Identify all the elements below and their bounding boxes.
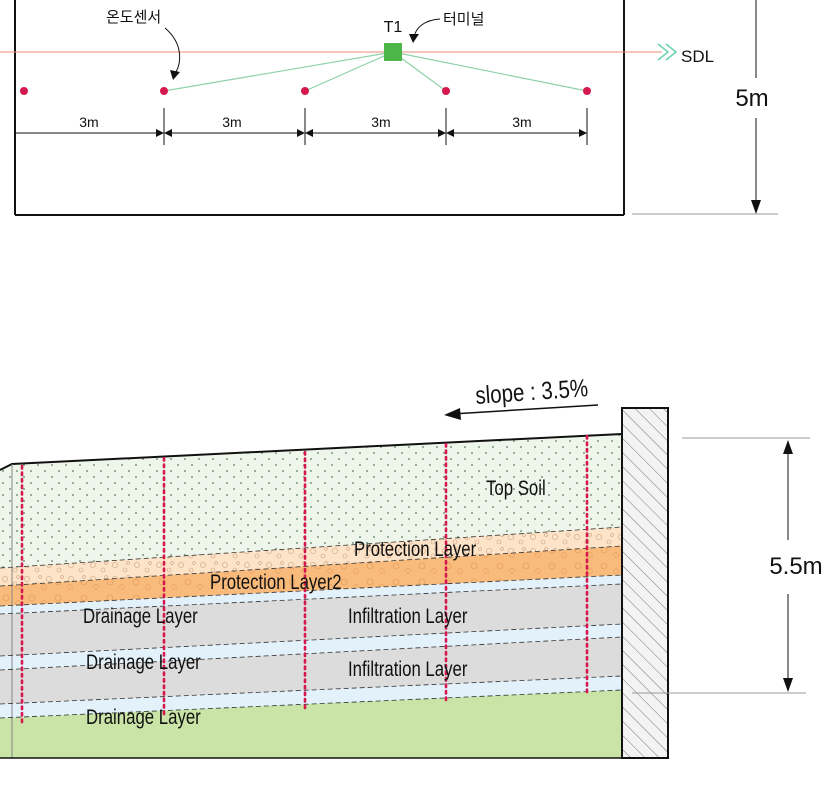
temperature-sensors — [20, 87, 591, 95]
section-height-arrow-up-icon — [783, 440, 793, 454]
sensor-probes — [20, 434, 589, 724]
sensor-cables — [163, 51, 588, 92]
spacing-label-4: 3m — [512, 114, 531, 130]
layer-band — [0, 584, 622, 656]
top-soil-texture — [0, 434, 622, 568]
slope-arrow-icon — [444, 408, 461, 420]
section-height-label: 5.5m — [769, 553, 822, 580]
sensor-annotation: 온도센서 — [106, 9, 161, 26]
spacing-label-1: 3m — [79, 114, 98, 130]
sensor-callout-arrow-icon — [170, 70, 180, 80]
layer-band — [0, 624, 622, 670]
sensor-dot — [442, 87, 450, 95]
section-height-arrow-down-icon — [783, 678, 793, 692]
protection-layer2-texture — [0, 546, 622, 606]
label-top-soil: Top Soil — [486, 477, 546, 500]
spacing-dimension-lines — [15, 108, 588, 145]
plan-height-label: 5m — [735, 85, 768, 112]
layer-band — [0, 637, 622, 704]
protection-layer-texture — [0, 527, 622, 586]
plan-height-arrow-icon — [751, 200, 761, 214]
label-drainage-layer-2: Drainage Layer — [86, 651, 201, 674]
sdl-arrow-icon — [657, 43, 678, 61]
base-ground — [0, 690, 622, 758]
retaining-wall — [621, 407, 669, 759]
label-protection-layer2: Protection Layer2 — [210, 571, 342, 594]
terminal-annotation: 터미널 — [443, 11, 484, 28]
label-infiltration-layer-1: Infiltration Layer — [348, 605, 468, 628]
layer-band — [0, 676, 622, 718]
label-drainage-layer-1: Drainage Layer — [83, 605, 198, 628]
sensor-dot — [20, 87, 28, 95]
spacing-arrowheads — [156, 129, 587, 137]
sensor-dot — [160, 87, 168, 95]
terminal-callout-arrow-icon — [409, 34, 419, 43]
slope-label: slope : 3.5% — [474, 373, 589, 409]
plan-view: SDL T1 터미널 온도센서 — [0, 0, 778, 216]
spacing-label-3: 3m — [371, 114, 390, 130]
terminal-label: T1 — [384, 19, 403, 36]
label-infiltration-layer-2: Infiltration Layer — [348, 658, 468, 681]
label-protection-layer: Protection Layer — [354, 538, 477, 561]
spacing-label-2: 3m — [222, 114, 241, 130]
sdl-label: SDL — [681, 47, 714, 66]
sensor-dot — [583, 87, 591, 95]
section-view: slope : 3.5% 5.5m Top Soil Protection La… — [0, 373, 823, 759]
slope-arrow-line — [451, 404, 599, 415]
sensor-dot — [301, 87, 309, 95]
terminal-t1-icon — [384, 43, 402, 61]
sensor-callout-line — [164, 27, 181, 73]
label-drainage-layer-3: Drainage Layer — [86, 706, 201, 729]
layer-band — [0, 575, 622, 614]
